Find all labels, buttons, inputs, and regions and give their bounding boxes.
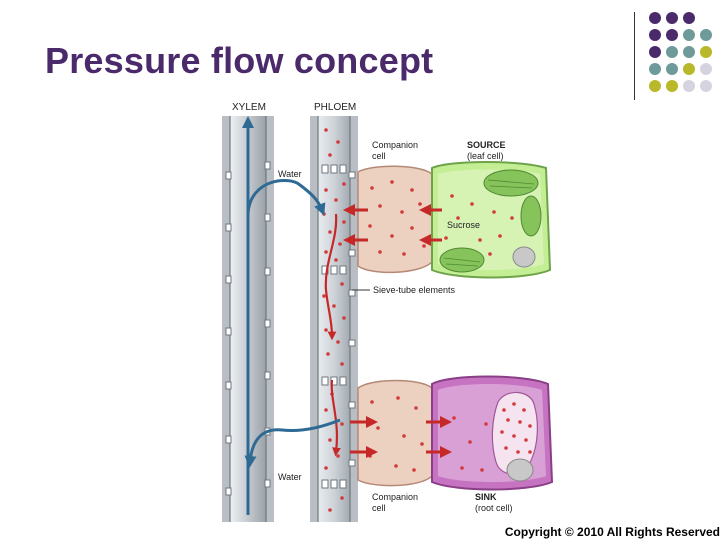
xylem-tube: [222, 116, 274, 522]
loading-arrows: [343, 204, 442, 246]
decor-dot: [649, 46, 661, 58]
source-label: SOURCE: [467, 140, 506, 150]
slide-title: Pressure flow concept: [45, 40, 434, 81]
decor-dot: [666, 46, 678, 58]
decor-dot: [666, 80, 678, 92]
companion-label-top-1: Companion: [372, 140, 418, 150]
water-label-top: Water: [278, 169, 302, 179]
decor-dot: [700, 46, 712, 58]
decor-dot: [700, 29, 712, 41]
decor-vertical-rule: [634, 12, 635, 100]
companion-cell-top: [357, 165, 433, 274]
phloem-label: PHLOEM: [314, 102, 356, 113]
water-label-bottom: Water: [278, 472, 302, 482]
decor-dot: [700, 80, 712, 92]
decor-dot: [649, 29, 661, 41]
decor-dot: [683, 46, 695, 58]
source-leaf-cell: [431, 161, 552, 279]
phloem-tube: [310, 116, 358, 522]
companion-cell-bottom: [357, 379, 433, 487]
decor-dot: [666, 63, 678, 75]
companion-label-bottom-1: Companion: [372, 492, 418, 502]
source-sublabel: (leaf cell): [467, 151, 504, 161]
companion-label-bottom-2: cell: [372, 503, 386, 513]
decor-dot: [649, 12, 661, 24]
decor-dot: [683, 63, 695, 75]
decor-dot: [649, 63, 661, 75]
xylem-label: XYLEM: [232, 102, 266, 113]
unloading-arrows: [350, 416, 452, 458]
sink-sublabel: (root cell): [475, 503, 513, 513]
decor-dot: [683, 29, 695, 41]
decor-dot: [700, 63, 712, 75]
decor-dot: [666, 12, 678, 24]
sieve-tube-label: Sieve-tube elements: [373, 285, 456, 295]
decor-dot: [683, 80, 695, 92]
sink-label: SINK: [475, 492, 497, 502]
decor-dot: [666, 29, 678, 41]
decor-dot: [649, 80, 661, 92]
sucrose-label: Sucrose: [447, 220, 480, 230]
sink-root-cell: [431, 375, 554, 491]
decor-dot: [683, 12, 695, 24]
copyright-notice: Copyright © 2010 All Rights Reserved: [504, 525, 720, 539]
companion-label-top-2: cell: [372, 151, 386, 161]
